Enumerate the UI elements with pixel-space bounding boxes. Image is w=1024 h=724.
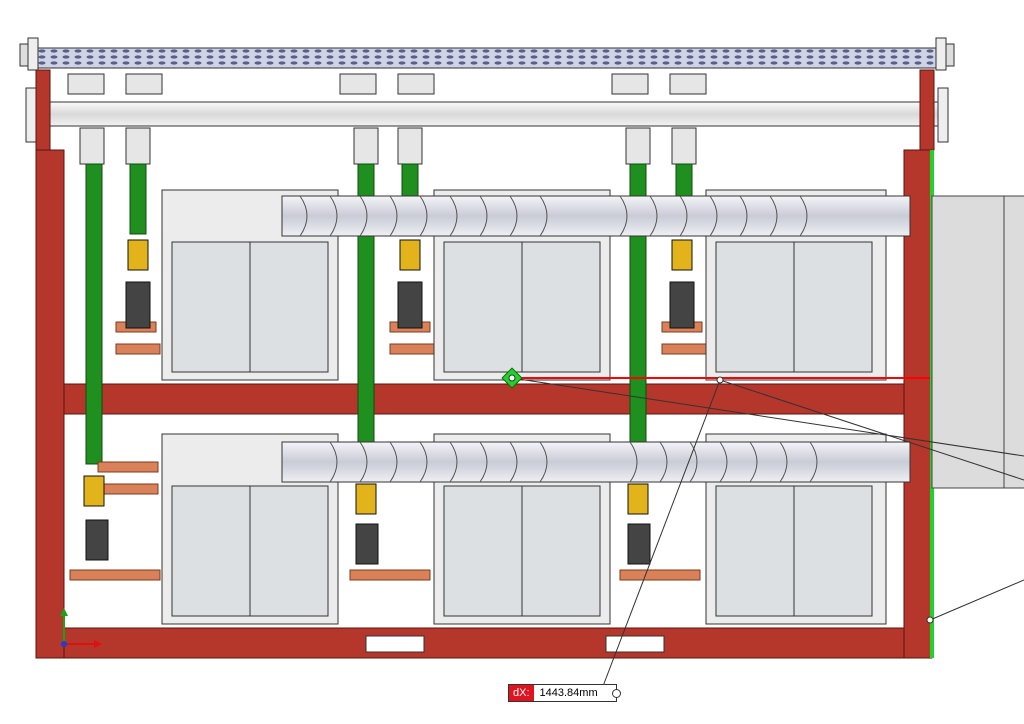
- coordinate-triad-icon: [60, 608, 102, 648]
- spiral-duct-lower[interactable]: [281, 441, 911, 483]
- header-pipe[interactable]: [25, 87, 949, 143]
- cable-tray[interactable]: [19, 37, 955, 71]
- measure-point[interactable]: [716, 376, 724, 384]
- control-cabinet[interactable]: [931, 195, 1024, 489]
- selection-handle-icon[interactable]: [501, 367, 523, 389]
- axis-tag: dX:: [509, 685, 534, 701]
- valve-group[interactable]: [67, 73, 707, 165]
- measure-readout[interactable]: dX: 1443.84mm: [508, 684, 621, 702]
- module-row-upper[interactable]: [161, 189, 887, 381]
- readout-handle-icon[interactable]: [611, 689, 621, 698]
- pump-blocks[interactable]: [83, 239, 695, 565]
- measure-point[interactable]: [926, 616, 934, 624]
- spiral-duct-upper[interactable]: [281, 195, 911, 237]
- measure-value: 1443.84mm: [539, 687, 598, 699]
